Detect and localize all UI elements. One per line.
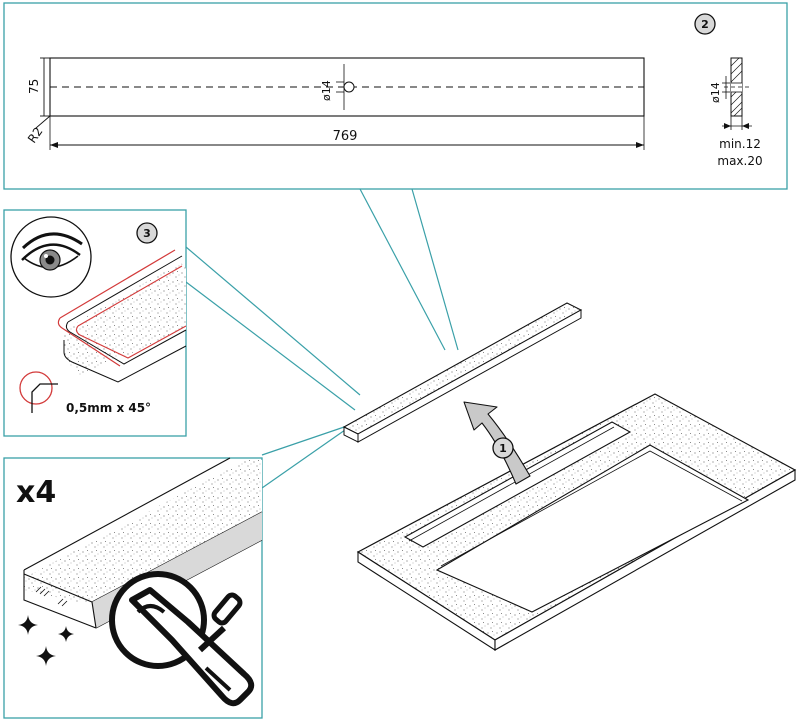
board-edge-detail <box>57 249 187 383</box>
sparkle-icon <box>18 615 74 666</box>
step-3-badge: 3 <box>136 222 158 244</box>
radius-leader <box>35 115 51 129</box>
panel-drawing-frame <box>3 2 788 190</box>
step-3-number: 3 <box>143 227 151 240</box>
side-hole-label: ø14 <box>709 82 722 103</box>
step-1-number: 1 <box>499 442 507 455</box>
chamfer-label: 0,5mm x 45° <box>66 401 151 415</box>
step-1-badge: 1 <box>492 437 514 459</box>
main-illustration: 1 <box>342 302 797 652</box>
length-label: 769 <box>333 129 358 144</box>
height-label: 75 <box>27 79 41 94</box>
quantity-label: x4 <box>16 475 56 510</box>
step-2-number: 2 <box>701 18 709 31</box>
panel-sanding: x4 <box>3 457 263 719</box>
panel-inspect: 3 0,5mm x 45° <box>3 209 187 437</box>
eye-icon <box>10 216 92 298</box>
thickness-max-label: max.20 <box>717 154 762 168</box>
chamfer-icon <box>19 371 58 413</box>
thickness-min-label: min.12 <box>719 137 761 151</box>
sander-icon <box>109 571 255 707</box>
callout-lines <box>185 188 459 489</box>
hole-circle <box>343 81 355 93</box>
countertop <box>356 393 797 652</box>
panel-drawing: 2 ø14 75 R2 769 <box>3 2 788 190</box>
lifted-board <box>342 302 583 443</box>
step-2-badge: 2 <box>694 13 716 35</box>
hole-diameter-label: ø14 <box>320 80 333 101</box>
side-section: ø14 min.12 max.20 <box>709 57 763 168</box>
